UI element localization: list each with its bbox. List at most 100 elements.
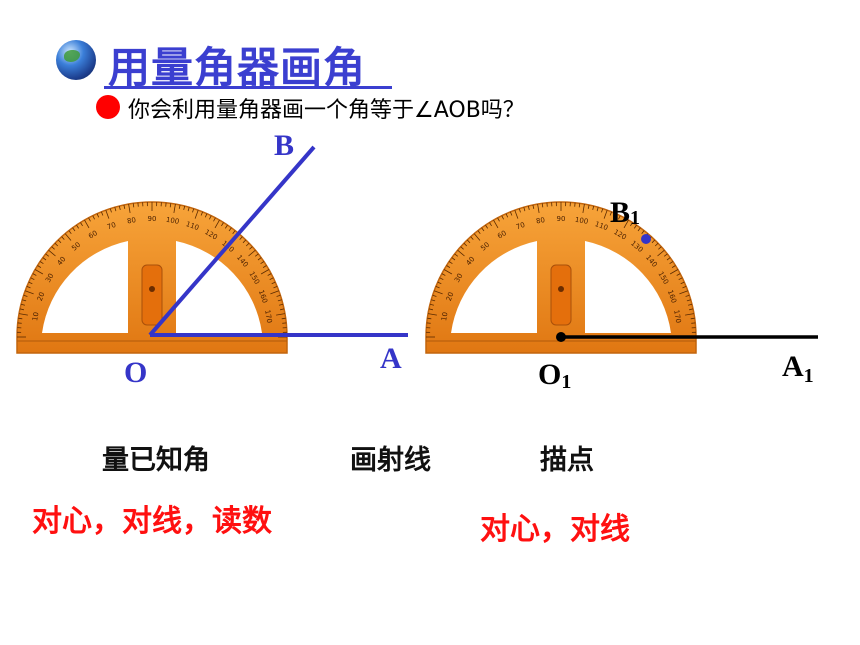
protractor-tick — [463, 242, 468, 247]
protractor-tick — [48, 249, 56, 257]
protractor-tick — [622, 217, 625, 222]
protractor-tick — [582, 204, 585, 213]
protractor-tick — [280, 308, 285, 311]
protractor-tick — [42, 257, 47, 261]
protractor-tick — [587, 204, 590, 209]
protractor-tick — [248, 249, 256, 257]
protractor-tick — [477, 230, 481, 235]
protractor-tick — [601, 208, 604, 213]
protractor-tick — [537, 204, 540, 213]
protractor-tick — [54, 242, 59, 247]
protractor-number: 170 — [263, 309, 273, 324]
protractor-tick — [178, 204, 181, 209]
protractor-tick — [596, 207, 599, 212]
protractor-tick — [437, 281, 442, 285]
protractor-tick — [254, 253, 259, 257]
label-O1-sub: 1 — [561, 371, 571, 393]
protractor-tick — [88, 217, 91, 222]
protractor-tick — [169, 203, 172, 208]
protractor-number: 30 — [453, 272, 464, 284]
protractor-tick — [443, 269, 453, 275]
protractor-tick — [249, 246, 253, 250]
protractor-tick — [84, 219, 90, 229]
protractor-tick — [518, 208, 521, 213]
step-draw-ray: 画射线 — [350, 445, 431, 476]
protractor-tick — [26, 286, 31, 289]
protractor-tick — [578, 203, 581, 208]
protractor-tick — [485, 224, 489, 229]
protractor-tick — [204, 213, 208, 218]
protractor-tick — [678, 277, 683, 280]
protractor-tick — [446, 265, 451, 268]
protractor-tick — [658, 246, 662, 250]
protractor-tick — [72, 227, 76, 232]
protractor-tick — [514, 209, 519, 219]
bullet-dot — [96, 95, 120, 119]
protractor-tick — [690, 317, 695, 320]
protractor-tick — [505, 213, 509, 218]
protractor-number: 40 — [56, 255, 68, 267]
protractor-tick — [441, 273, 446, 276]
protractor-tick — [493, 219, 499, 229]
protractor-tick — [192, 208, 195, 213]
protractor-tick — [281, 317, 286, 320]
protractor-tick — [34, 269, 44, 275]
protractor-tick — [428, 313, 437, 316]
protractor-tick — [257, 257, 262, 261]
protractor-tick — [686, 299, 691, 302]
protractor-tick — [270, 290, 280, 295]
protractor-tick — [657, 249, 665, 257]
protractor-tick — [669, 269, 679, 275]
protractor-tick — [448, 261, 453, 265]
protractor-tick — [679, 290, 689, 295]
protractor-tick — [277, 299, 282, 302]
protractor-tick — [276, 294, 281, 297]
protractor-tick — [51, 246, 55, 250]
protractor-number: 60 — [87, 229, 99, 240]
protractor-tick — [173, 204, 176, 213]
protractor-tick — [279, 303, 284, 306]
protractor-tick — [541, 203, 544, 208]
protractor-tick — [680, 281, 685, 285]
protractor-tick — [221, 222, 224, 227]
protractor-tick — [470, 236, 474, 240]
protractor-tick — [501, 215, 504, 220]
protractor-number: 20 — [36, 291, 47, 302]
protractor-tick — [433, 290, 443, 295]
protractor-tick — [439, 277, 444, 280]
point-O1 — [556, 332, 566, 342]
protractor-tick — [30, 277, 35, 280]
label-A1-sub: 1 — [804, 365, 814, 387]
protractor-tick — [481, 227, 485, 232]
protractor-tick — [427, 317, 432, 320]
question-text: 你会利用量角器画一个角等于∠AOB吗？ — [128, 98, 525, 123]
protractor-tick — [18, 317, 23, 320]
title-underline — [104, 86, 392, 89]
label-B: B — [274, 129, 294, 162]
protractor-tick — [454, 253, 459, 257]
protractor-tick — [92, 215, 95, 220]
protractor-tick — [267, 273, 272, 276]
protractor-tick — [489, 222, 492, 227]
step-mark-point: 描点 — [540, 445, 594, 476]
protractor-tick — [431, 299, 436, 302]
protractor-tick — [183, 205, 186, 210]
hint-right: 对心，对线 — [480, 512, 630, 547]
protractor-number: 20 — [445, 291, 456, 302]
ray-OB — [148, 145, 316, 337]
protractor-tick — [20, 303, 25, 306]
protractor-number: 170 — [672, 309, 682, 324]
protractor-tick — [24, 290, 34, 295]
label-B1: B1 — [610, 196, 640, 229]
protractor-tick — [457, 249, 465, 257]
protractor-tick — [273, 286, 278, 289]
step-measure-angle: 量已知角 — [102, 445, 210, 476]
protractor-tick — [609, 211, 612, 216]
protractor-number: 70 — [106, 221, 117, 232]
protractor-tick — [592, 205, 595, 210]
protractor-tick — [685, 294, 690, 297]
label-O: O — [124, 356, 147, 389]
point-B1 — [641, 234, 651, 244]
protractor-tick — [64, 233, 72, 241]
